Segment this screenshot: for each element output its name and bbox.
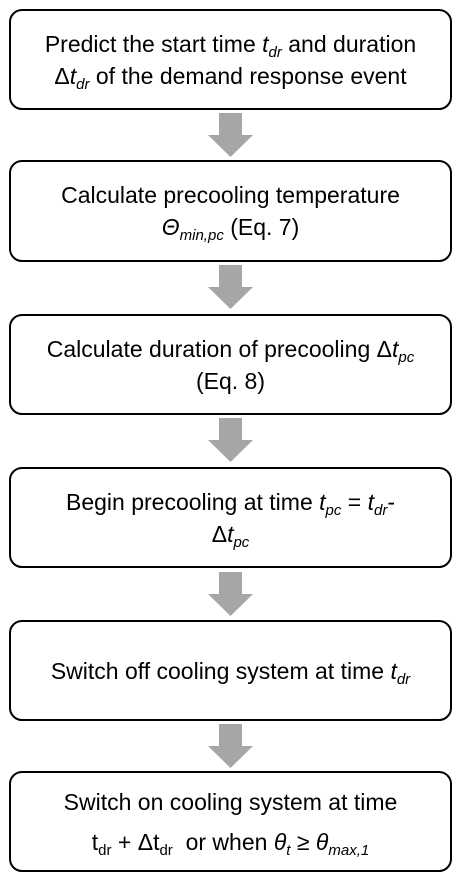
step-5-line-1: Switch off cooling system at time tdr — [50, 657, 411, 688]
step-box-precooling-duration: Calculate duration of precooling Δtpc (E… — [9, 314, 452, 415]
down-arrow-icon — [208, 265, 253, 309]
step-box-begin-precooling: Begin precooling at time tpc = tdr- Δtpc — [9, 467, 452, 568]
step-box-switch-off-cooling: Switch off cooling system at time tdr — [9, 620, 452, 721]
down-arrow-icon — [208, 572, 253, 616]
down-arrow-icon — [208, 418, 253, 462]
down-arrow-icon — [208, 113, 253, 157]
step-3-line-1: Calculate duration of precooling Δtpc — [46, 335, 415, 366]
step-6-line-1: Switch on cooling system at time — [63, 788, 398, 815]
step-box-predict-event: Predict the start time tdr and duration … — [9, 9, 452, 110]
step-box-precooling-temperature: Calculate precooling temperature Θmin,pc… — [9, 160, 452, 262]
step-2-line-1: Calculate precooling temperature — [61, 182, 400, 208]
step-2-line-2: Θmin,pc (Eq. 7) — [161, 214, 300, 244]
step-3-line-2: (Eq. 8) — [195, 367, 266, 394]
step-6-line-2: tdr + Δtdr or when θt ≥ θmax,1 — [91, 828, 370, 859]
step-1-line-2: Δtdr of the demand response event — [54, 62, 407, 93]
down-arrow-icon — [208, 724, 253, 768]
step-1-line-1: Predict the start time tdr and duration — [44, 30, 417, 61]
step-box-switch-on-cooling: Switch on cooling system at time tdr + Δ… — [9, 771, 452, 872]
step-4-line-2: Δtpc — [211, 520, 250, 551]
step-4-line-1: Begin precooling at time tpc = tdr- — [65, 488, 395, 519]
